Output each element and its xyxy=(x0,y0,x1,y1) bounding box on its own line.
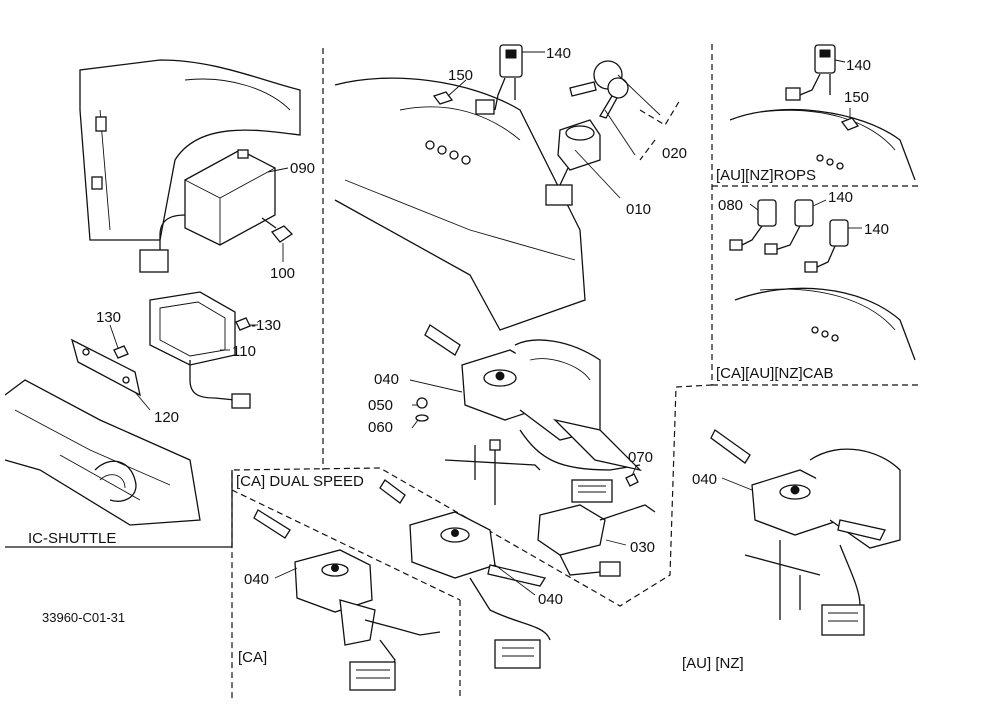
label-040-main: 040 xyxy=(374,371,399,388)
controller-box-090 xyxy=(139,149,276,273)
section-label-au-nz-rops: [AU][NZ]ROPS xyxy=(716,167,816,184)
connector-140-cab-a xyxy=(764,199,814,255)
label-150-top: 150 xyxy=(448,67,473,84)
label-050: 050 xyxy=(368,397,393,414)
combination-switch-040-main xyxy=(424,324,643,472)
label-040-aunz: 040 xyxy=(692,471,717,488)
section-label-ic-shuttle: IC-SHUTTLE xyxy=(28,530,116,547)
section-label-ca-dual-speed: [CA] DUAL SPEED xyxy=(236,473,364,490)
cab-panel xyxy=(734,287,916,361)
bolt-130-left xyxy=(113,345,129,359)
relay-030 xyxy=(537,504,656,577)
combination-switch-040-dual xyxy=(379,479,551,669)
key-020 xyxy=(569,60,661,156)
bolt-130-right xyxy=(235,317,251,331)
label-140-rops: 140 xyxy=(846,57,871,74)
dashboard-panel xyxy=(334,77,586,331)
label-060: 060 xyxy=(368,419,393,436)
bracket-mount xyxy=(444,439,541,505)
label-070: 070 xyxy=(628,449,653,466)
label-010: 010 xyxy=(626,201,651,218)
label-120: 120 xyxy=(154,409,179,426)
label-140-cab-b: 140 xyxy=(864,221,889,238)
indicator-lamps xyxy=(425,140,471,165)
leader-lines xyxy=(109,51,862,596)
combination-switch-040-aunz xyxy=(710,429,901,636)
key-outline xyxy=(639,99,681,161)
connector-block xyxy=(571,479,613,503)
screw-050 xyxy=(416,397,428,409)
section-label-ca-au-nz-cab: [CA][AU][NZ]CAB xyxy=(716,365,834,382)
plate-120 xyxy=(70,338,141,397)
label-020: 020 xyxy=(662,145,687,162)
part-labels: 140 150 020 010 090 100 130 -130 110 120… xyxy=(96,45,889,608)
label-140-cab-a: 140 xyxy=(828,189,853,206)
bolt-100 xyxy=(261,217,294,243)
connector-140-rops xyxy=(785,44,836,101)
rops-panel xyxy=(729,108,916,181)
label-130-right: -130 xyxy=(251,317,281,334)
label-040-ca: 040 xyxy=(244,571,269,588)
section-label-au-nz: [AU] [NZ] xyxy=(682,655,744,672)
section-labels: IC-SHUTTLE [CA] DUAL SPEED [CA] [AU] [NZ… xyxy=(28,167,834,672)
connector-080 xyxy=(729,199,777,251)
cover-150-rops xyxy=(840,117,860,131)
label-090: 090 xyxy=(290,160,315,177)
bracket-110 xyxy=(149,291,251,409)
label-030: 030 xyxy=(630,539,655,556)
connector-140-cab-b xyxy=(804,219,849,273)
label-110: 110 xyxy=(232,343,256,360)
label-150-rops: 150 xyxy=(844,89,869,106)
label-040-dual: 040 xyxy=(538,591,563,608)
label-080: 080 xyxy=(718,197,743,214)
section-label-ca: [CA] xyxy=(238,649,267,666)
fender-panel xyxy=(79,59,301,241)
connector-140-top xyxy=(475,44,523,115)
screw-070 xyxy=(625,473,639,487)
label-100: 100 xyxy=(270,265,295,282)
label-140-top: 140 xyxy=(546,45,571,62)
ic-shuttle-frame xyxy=(4,379,201,526)
cover-150-top xyxy=(432,91,454,105)
label-130-left: 130 xyxy=(96,309,121,326)
drawing-number: 33960-C01-31 xyxy=(42,610,125,625)
section-dividers xyxy=(5,44,918,700)
key-switch-010 xyxy=(545,119,621,206)
combination-switch-040-ca xyxy=(253,509,441,691)
washer-060 xyxy=(415,414,429,422)
